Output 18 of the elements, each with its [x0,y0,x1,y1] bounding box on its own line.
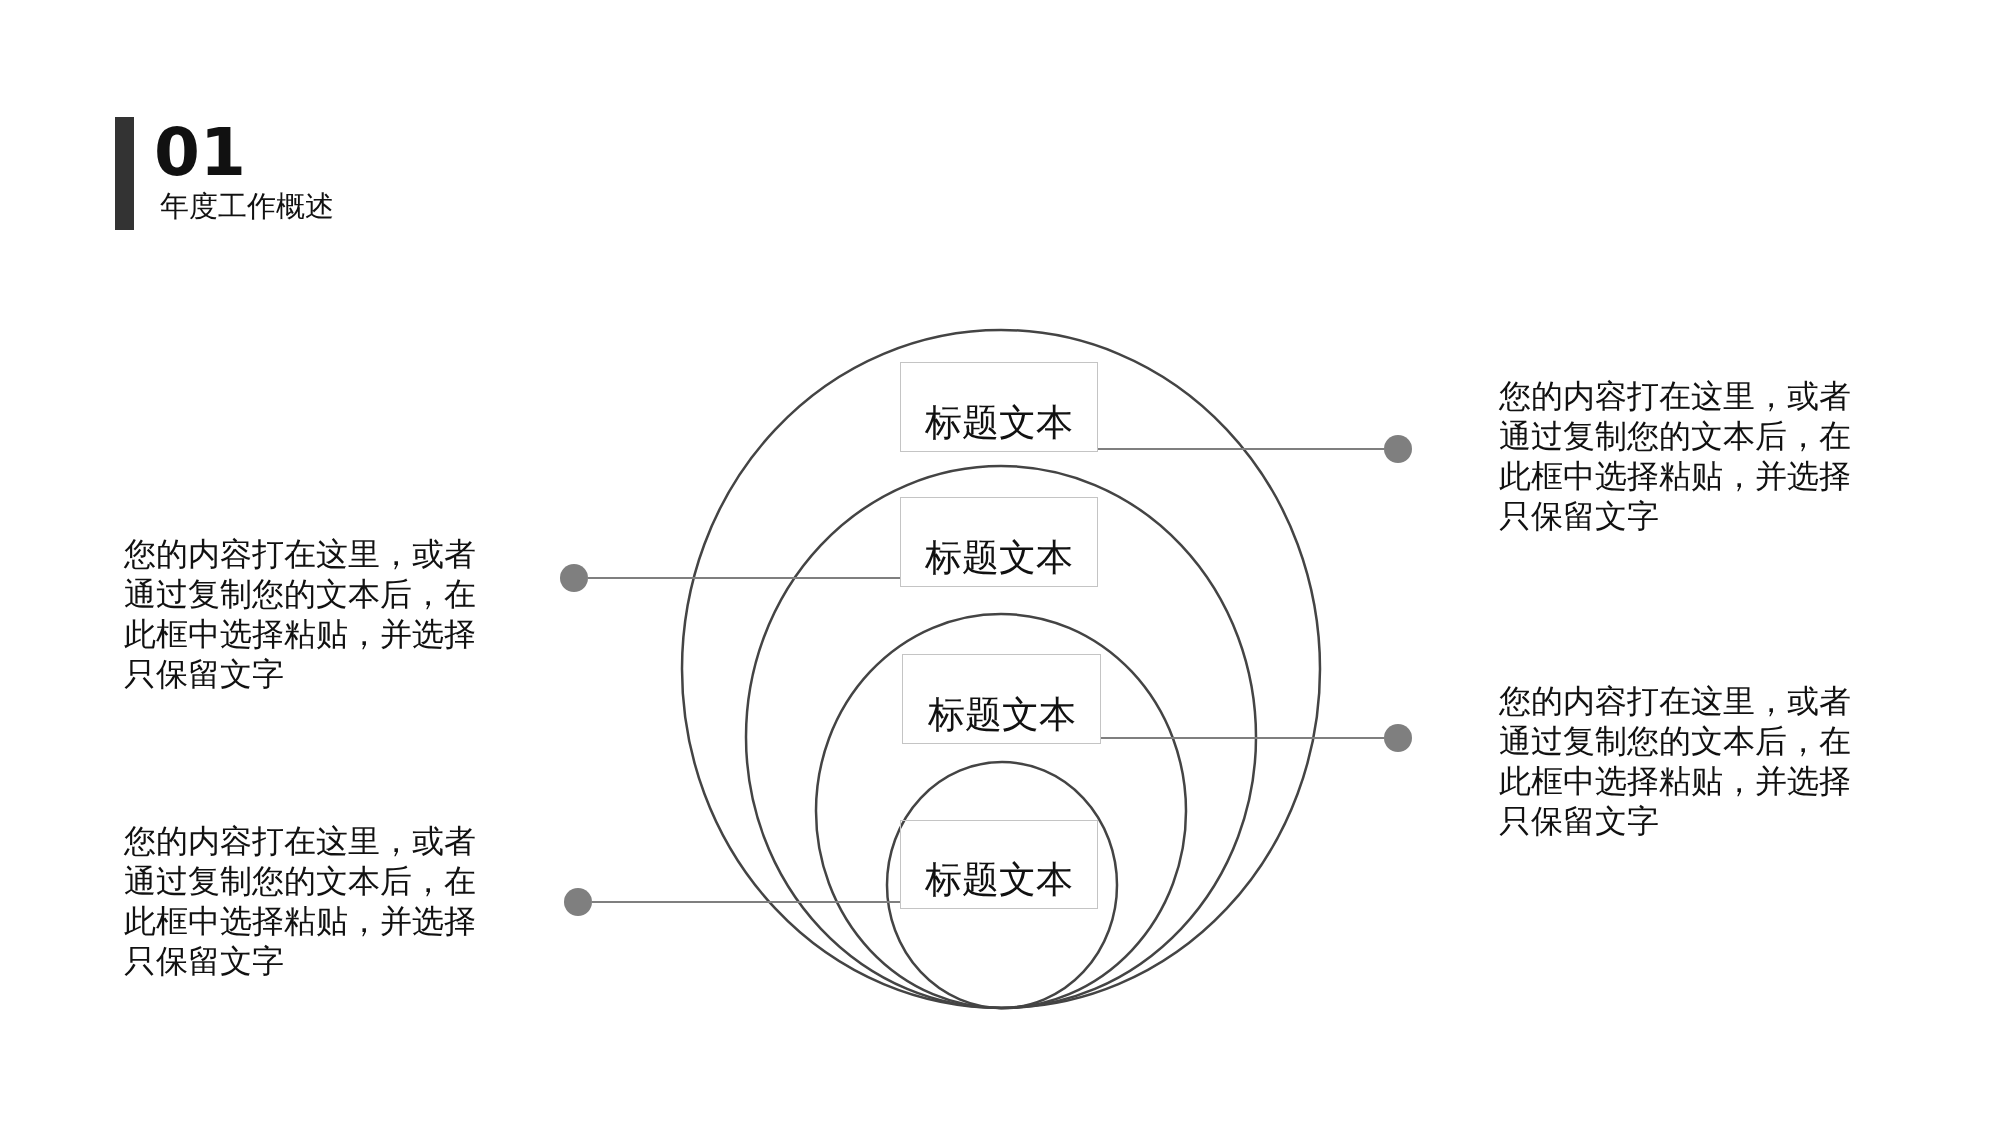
section-number: 01 [154,118,246,188]
title-box: 标题文本 [900,497,1098,587]
dot-marker [1384,724,1412,752]
title-box: 标题文本 [900,362,1098,452]
description-text: 您的内容打在这里，或者通过复制您的文本后，在此框中选择粘贴，并选择只保留文字 [124,534,477,694]
title-box: 标题文本 [900,820,1098,909]
dot-marker [1384,435,1412,463]
dot-marker [564,888,592,916]
dot-marker [560,564,588,592]
leader-line [1097,448,1385,450]
leader-line [587,577,901,579]
description-text: 您的内容打在这里，或者通过复制您的文本后，在此框中选择粘贴，并选择只保留文字 [1499,681,1852,841]
title-box: 标题文本 [902,654,1101,744]
subtitle: 年度工作概述 [160,188,334,224]
leader-line [591,901,901,903]
description-text: 您的内容打在这里，或者通过复制您的文本后，在此框中选择粘贴，并选择只保留文字 [1499,376,1852,536]
leader-line [1100,737,1385,739]
description-text: 您的内容打在这里，或者通过复制您的文本后，在此框中选择粘贴，并选择只保留文字 [124,821,477,981]
